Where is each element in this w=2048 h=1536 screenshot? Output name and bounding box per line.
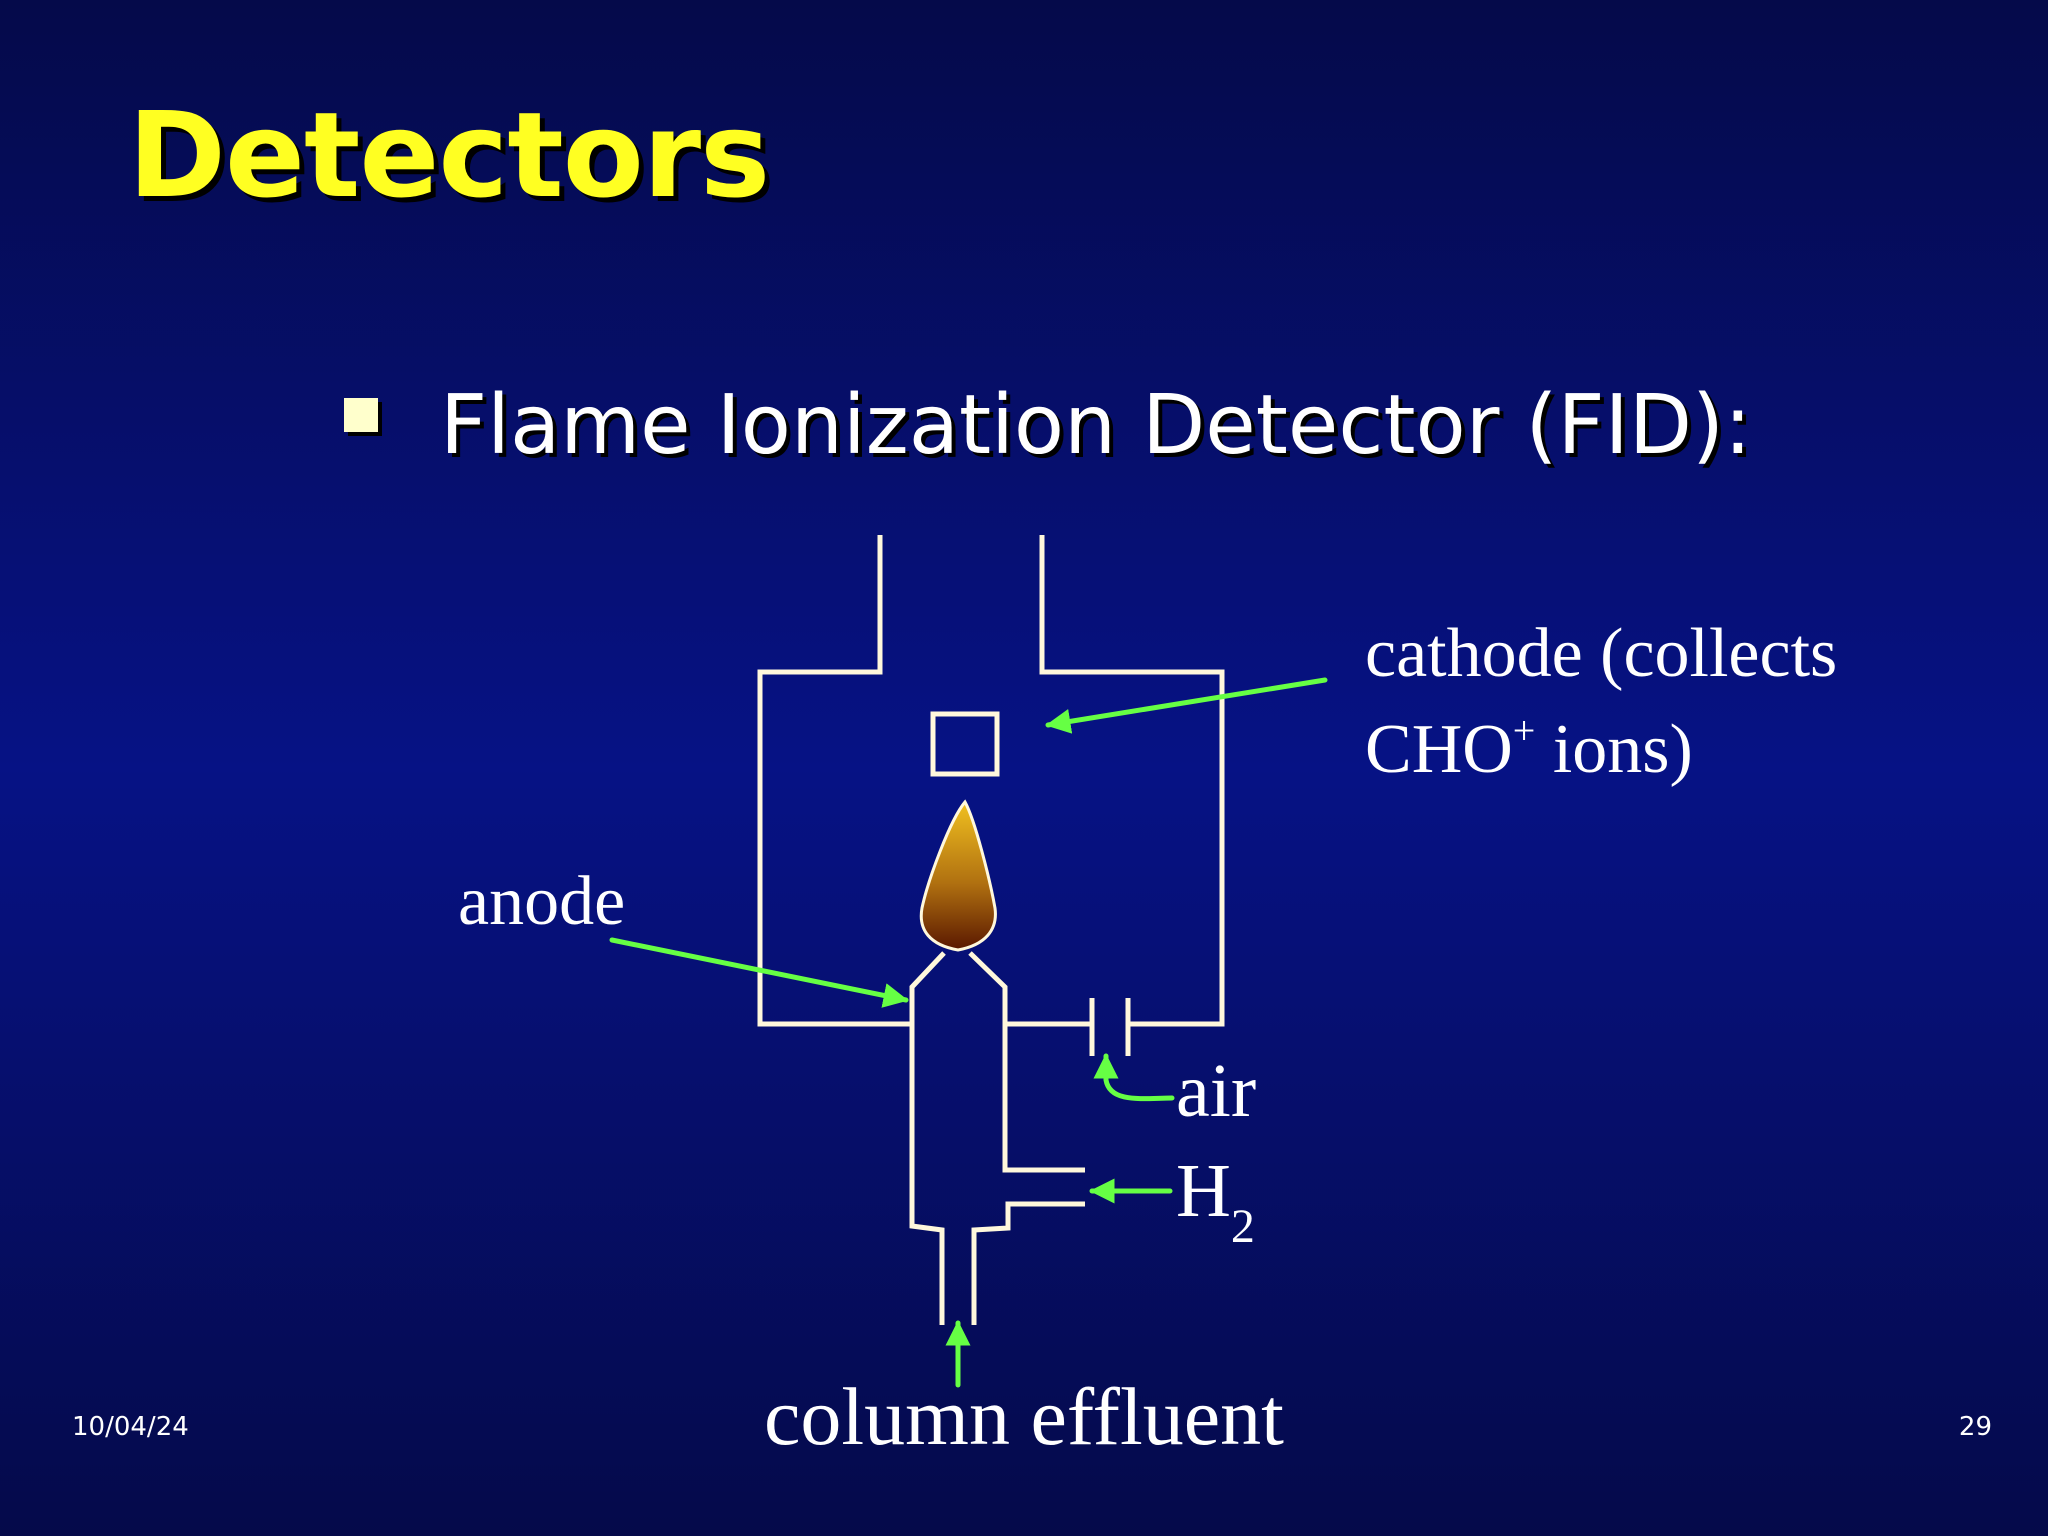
chamber-right-wall — [1039, 535, 1225, 1027]
air-label: air — [1176, 1049, 1256, 1133]
slide-title: Detectors — [128, 86, 770, 224]
h2-inlet-lower — [971, 1201, 1085, 1325]
burner-jet-left — [909, 951, 946, 1325]
anode-arrow — [609, 937, 909, 1008]
cathode-label-line2: CHO+ ions) — [1365, 708, 1693, 788]
air-arrow — [1093, 1053, 1175, 1102]
column-effluent-label: column effluent — [764, 1371, 1284, 1462]
cathode-ions: ions) — [1535, 711, 1693, 788]
h2-main: H — [1176, 1149, 1231, 1233]
chamber-left-wall — [757, 535, 912, 1027]
bullet-text: Flame Ionization Detector (FID): — [440, 378, 1752, 473]
cathode-collector — [930, 711, 1000, 777]
bullet-square-icon — [344, 397, 378, 432]
flame-icon — [919, 799, 997, 952]
cathode-superscript: + — [1513, 708, 1536, 753]
burner-jet-right — [968, 951, 1085, 1173]
cathode-arrow — [1045, 677, 1328, 734]
bullet-item: Flame Ionization Detector (FID): — [344, 378, 1752, 473]
slide-page-number: 29 — [1958, 1412, 1992, 1442]
cathode-label-line1: cathode (collects — [1365, 615, 1837, 692]
h2-subscript: 2 — [1231, 1200, 1255, 1253]
h2-label: H2 — [1176, 1149, 1255, 1253]
slide-date: 10/04/24 — [72, 1412, 189, 1442]
cathode-cho: CHO — [1365, 711, 1513, 788]
anode-label: anode — [458, 863, 625, 940]
